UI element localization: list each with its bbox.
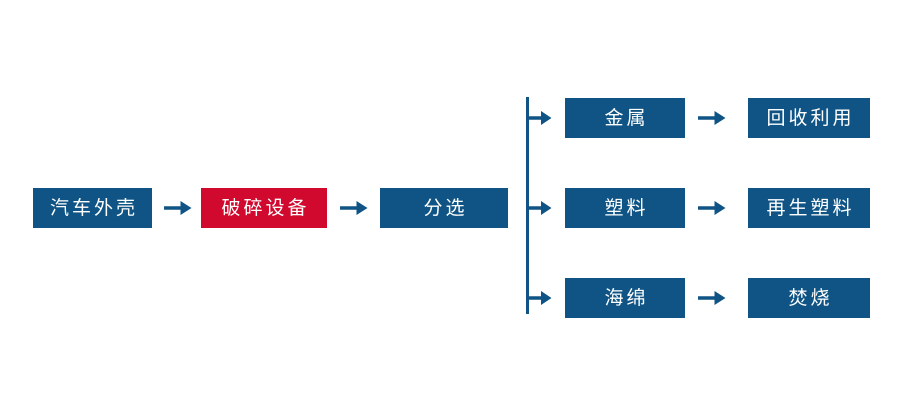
arrow-right-icon-plastic-to-regenerated	[698, 198, 726, 218]
arrow-right-icon-metal-to-recycle	[698, 108, 726, 128]
node-sorting[interactable]: 分选	[380, 188, 508, 228]
node-material-plastic[interactable]: 塑料	[565, 188, 685, 228]
arrow-right-icon-branch-sponge	[528, 288, 552, 308]
arrow-right-icon-crusher-to-sorting	[340, 198, 368, 218]
node-material-sponge[interactable]: 海绵	[565, 278, 685, 318]
arrow-right-icon-shell-to-crusher	[164, 198, 192, 218]
node-outcome-regenerated-plastic[interactable]: 再生塑料	[748, 188, 870, 228]
arrow-right-icon-branch-metal	[528, 108, 552, 128]
arrow-right-icon-branch-plastic	[528, 198, 552, 218]
vertical-branch-line	[526, 97, 529, 314]
node-crushing-equipment[interactable]: 破碎设备	[201, 188, 327, 228]
node-material-metal[interactable]: 金属	[565, 98, 685, 138]
node-outcome-incineration[interactable]: 焚烧	[748, 278, 870, 318]
arrow-right-icon-sponge-to-incineration	[698, 288, 726, 308]
node-outcome-recycling[interactable]: 回收利用	[748, 98, 870, 138]
node-car-shell[interactable]: 汽车外壳	[33, 188, 152, 228]
